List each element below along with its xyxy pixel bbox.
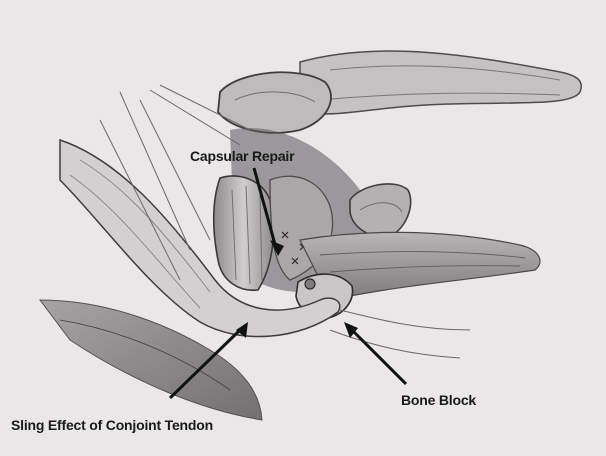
bone-block-label: Bone Block [401,392,476,408]
clavicle [300,51,581,114]
coracoid [350,184,411,237]
acromion [218,72,331,133]
arrow-bone-block [352,330,406,384]
glenoid [214,176,274,290]
capsular-repair-label: Capsular Repair [190,148,294,164]
sling-effect-label: Sling Effect of Conjoint Tendon [11,417,213,433]
